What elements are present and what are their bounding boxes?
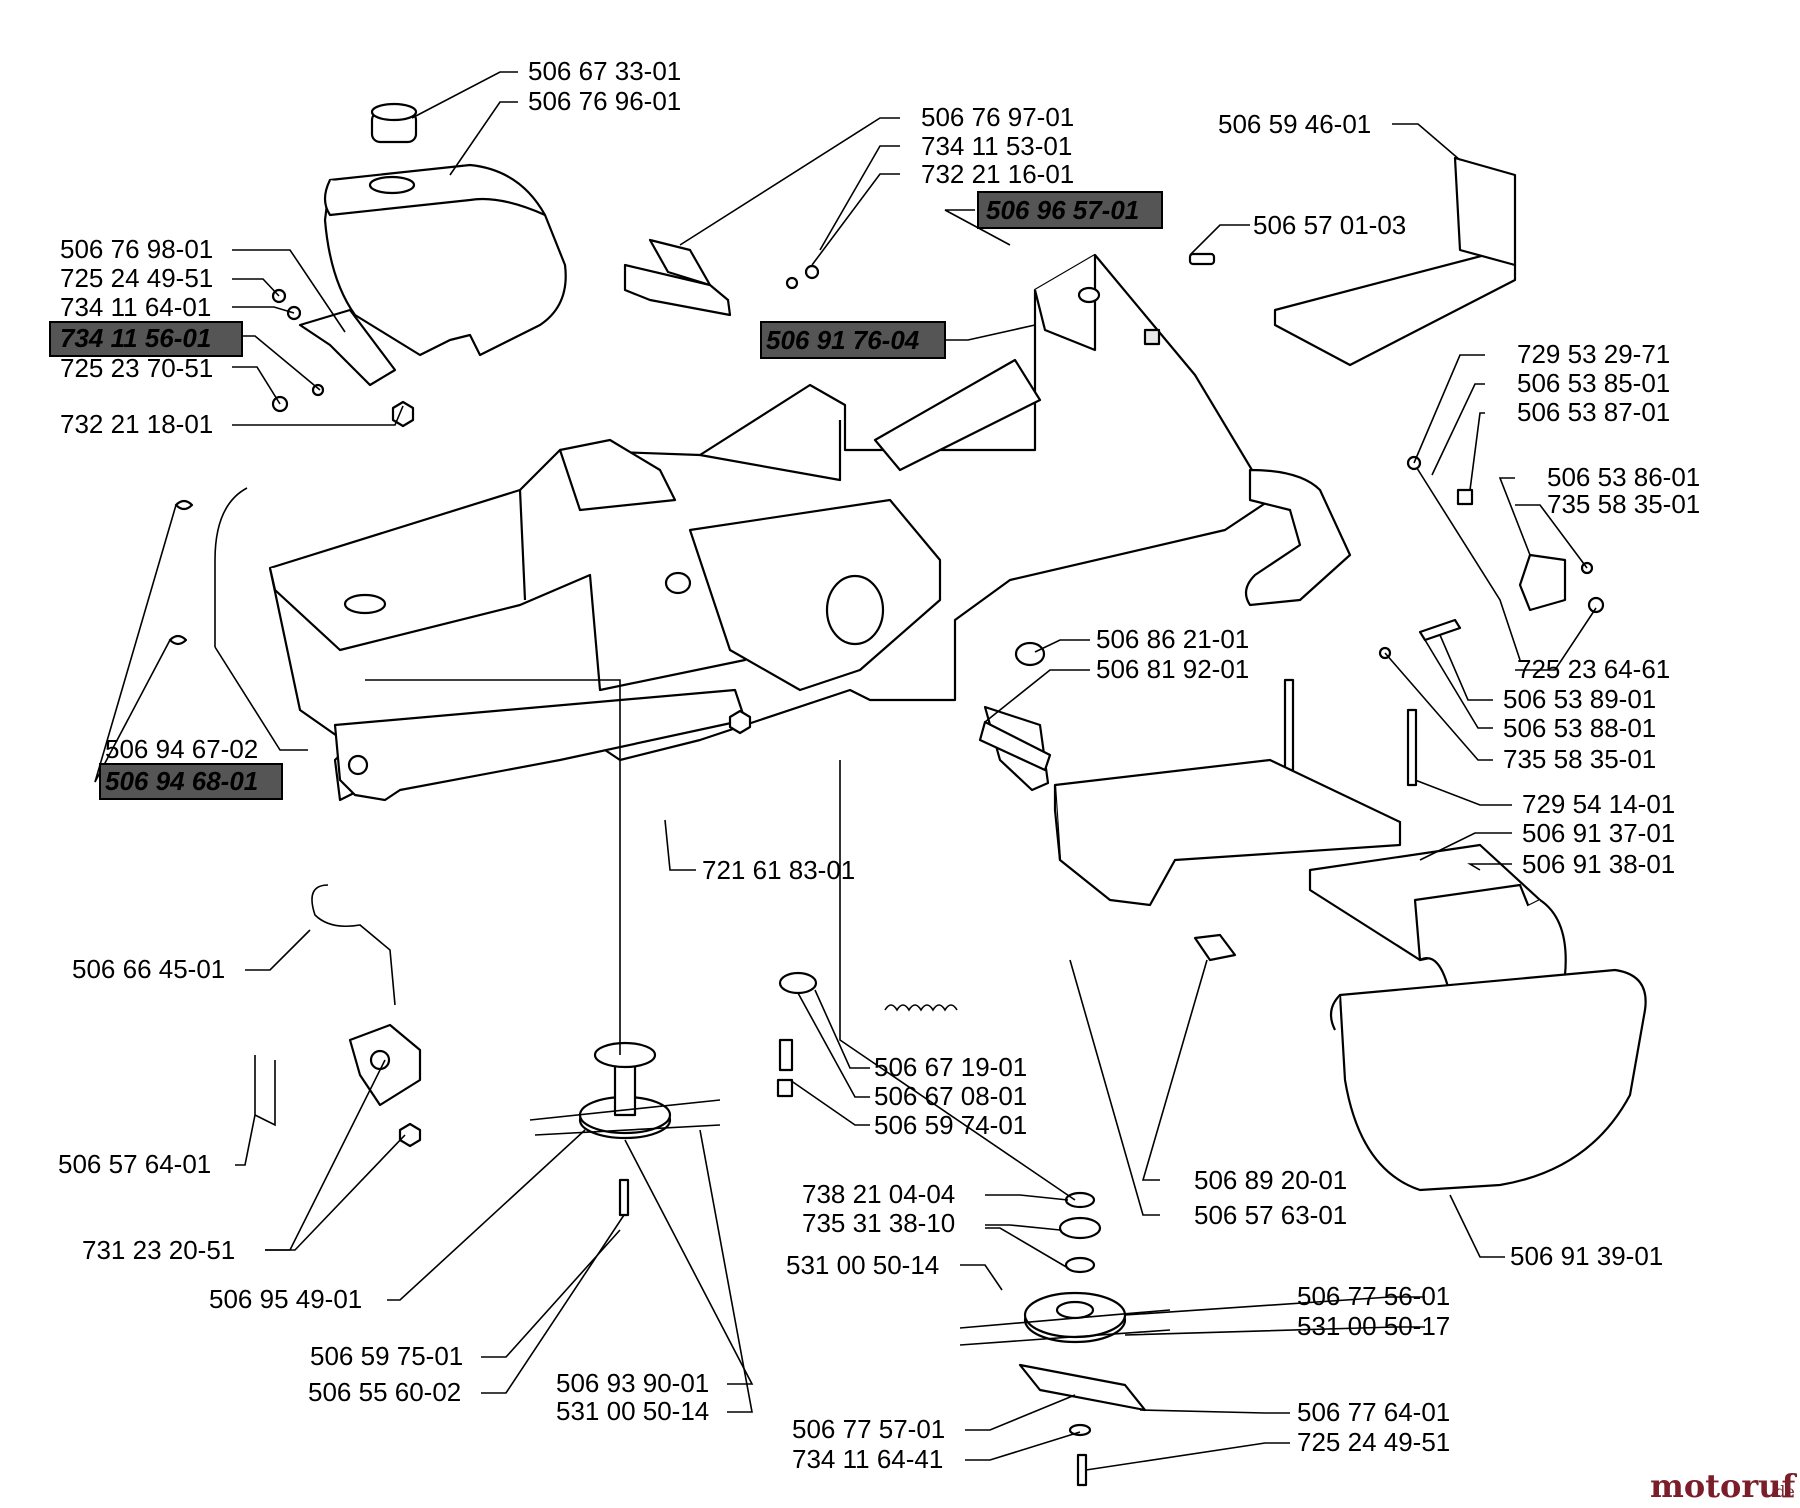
part-label: 506 91 38-01 [1522, 849, 1675, 879]
part-label: 506 81 92-01 [1096, 654, 1249, 684]
part-label: 734 11 53-01 [921, 131, 1072, 161]
part-label: 531 00 50-14 [786, 1250, 939, 1280]
part-label: 735 58 35-01 [1503, 744, 1656, 774]
frame-rear-plate [333, 688, 752, 802]
part-label: 721 61 83-01 [702, 855, 855, 885]
pivot-rod [254, 884, 422, 1148]
part-label: 506 89 20-01 [1194, 1165, 1347, 1195]
part-label: 725 24 49-51 [1297, 1427, 1450, 1457]
part-label: 506 53 89-01 [1503, 684, 1656, 714]
rear-fender [1329, 968, 1647, 1192]
part-label: 732 21 16-01 [921, 159, 1074, 189]
part-label: 506 53 88-01 [1503, 713, 1656, 743]
part-label: 506 76 98-01 [60, 234, 213, 264]
hitch-pin [978, 720, 1052, 772]
part-label: 732 21 18-01 [60, 409, 213, 439]
part-label: 506 77 64-01 [1297, 1397, 1450, 1427]
fuel-tank [323, 102, 567, 357]
part-label: 506 86 21-01 [1096, 624, 1249, 654]
part-label-highlighted: 734 11 56-01 [60, 323, 211, 353]
part-label: 506 57 01-03 [1253, 210, 1406, 240]
part-label: 506 91 39-01 [1510, 1241, 1663, 1271]
part-label: 506 93 90-01 [556, 1368, 709, 1398]
part-label: 506 53 86-01 [1547, 462, 1700, 492]
fender-bracket [1308, 843, 1567, 997]
part-label: 725 23 64-61 [1517, 654, 1670, 684]
watermark-suffix: .de [1770, 1482, 1795, 1501]
watermark: motoruf .de [1650, 1467, 1797, 1505]
part-label: 735 31 38-10 [802, 1208, 955, 1238]
main-frame [268, 253, 1352, 802]
part-label: 506 66 45-01 [72, 954, 225, 984]
part-label: 506 59 75-01 [310, 1341, 463, 1371]
part-label: 506 59 46-01 [1218, 109, 1371, 139]
part-label: 735 58 35-01 [1547, 489, 1700, 519]
part-label: 531 00 50-17 [1297, 1311, 1450, 1341]
part-label: 506 57 63-01 [1194, 1200, 1347, 1230]
brake-rod [1378, 455, 1605, 661]
part-label: 734 11 64-01 [60, 292, 211, 322]
seat-cover [1053, 758, 1402, 907]
part-label: 506 55 60-02 [308, 1377, 461, 1407]
latch-clip [1193, 933, 1237, 962]
choke-cable [168, 487, 248, 647]
part-label: 506 67 33-01 [528, 56, 681, 86]
highlight-badges [49, 191, 1163, 800]
part-label: 725 23 70-51 [60, 353, 213, 383]
part-label: 506 53 87-01 [1517, 397, 1670, 427]
pulley-left [529, 1041, 794, 1217]
rear-shield-plate [1188, 156, 1517, 367]
part-label: 506 67 08-01 [874, 1081, 1027, 1111]
part-label: 738 21 04-04 [802, 1179, 955, 1209]
part-label: 506 57 64-01 [58, 1149, 211, 1179]
part-label: 729 53 29-71 [1517, 339, 1670, 369]
part-label-highlighted: 506 94 68-01 [105, 766, 258, 796]
part-label: 506 77 56-01 [1297, 1281, 1450, 1311]
part-label: 506 67 19-01 [874, 1052, 1027, 1082]
watermark-brand: motoruf [1650, 1467, 1797, 1505]
pulley-right [959, 1191, 1171, 1487]
part-label: 506 91 37-01 [1522, 818, 1675, 848]
part-label: 731 23 20-51 [82, 1235, 235, 1265]
part-label: 506 95 49-01 [209, 1284, 362, 1314]
part-label: 725 24 49-51 [60, 263, 213, 293]
part-label-highlighted: 506 91 76-04 [766, 325, 920, 355]
part-label: 506 59 74-01 [874, 1110, 1027, 1140]
part-label: 531 00 50-14 [556, 1396, 709, 1426]
bracket-mount [623, 238, 820, 317]
part-label: 506 53 85-01 [1517, 368, 1670, 398]
part-label-highlighted: 506 96 57-01 [986, 195, 1139, 225]
part-label: 506 76 97-01 [921, 102, 1074, 132]
part-label: 506 94 67-02 [105, 734, 258, 764]
part-label: 729 54 14-01 [1522, 789, 1675, 819]
part-label: 734 11 64-41 [792, 1444, 943, 1474]
leader-lines [94, 71, 1597, 1471]
part-labels: 506 67 33-01 506 76 96-01 506 76 97-01 7… [58, 56, 1700, 1474]
part-label: 506 77 57-01 [792, 1414, 945, 1444]
part-label: 506 76 96-01 [528, 86, 681, 116]
